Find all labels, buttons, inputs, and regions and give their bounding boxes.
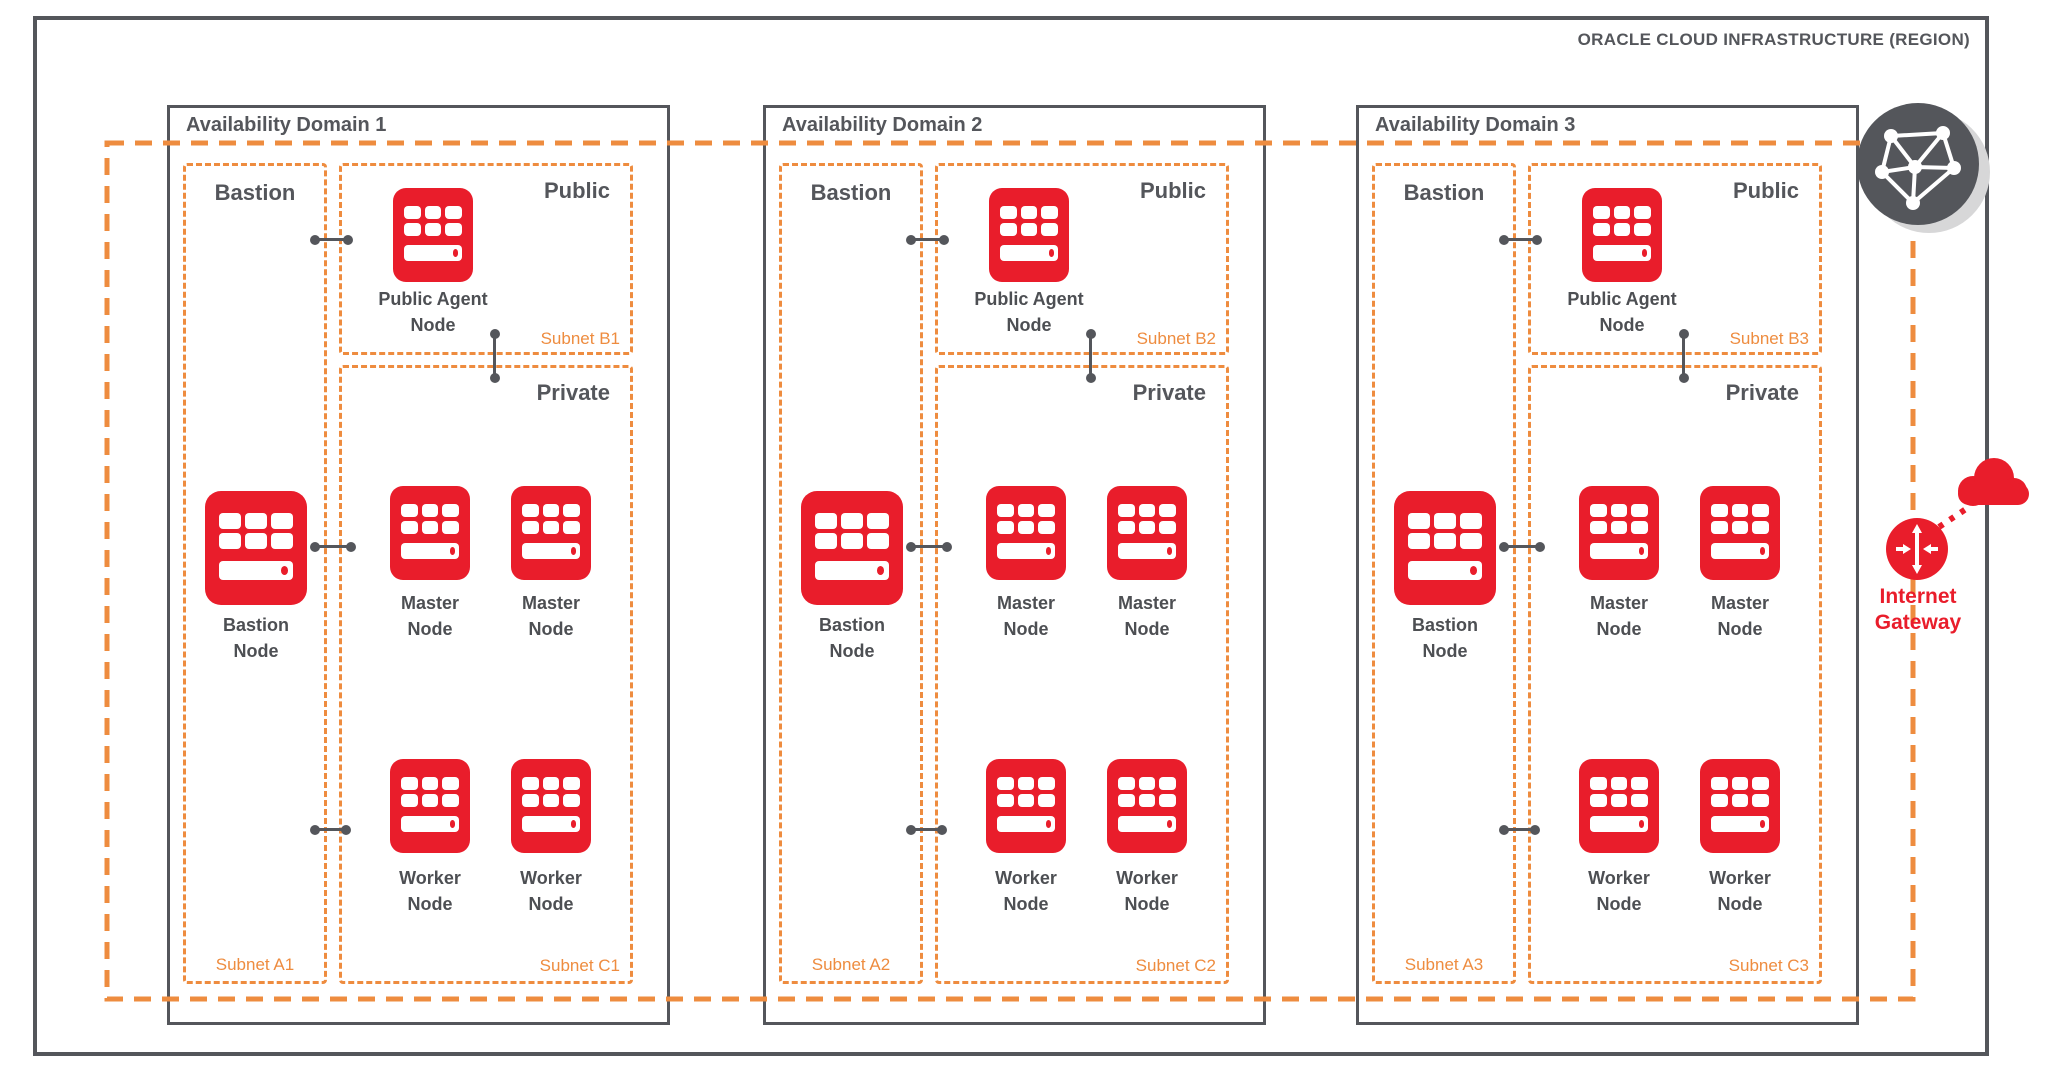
availability-domain-title: Availability Domain 1 bbox=[186, 114, 387, 136]
bastion-private-connector bbox=[906, 824, 947, 835]
bastion-tier-label: Bastion bbox=[810, 180, 892, 205]
bastion-tier-label: Bastion bbox=[214, 180, 296, 205]
master-node-icon bbox=[390, 486, 470, 580]
bastion-node-label: Bastion Node bbox=[1411, 615, 1478, 662]
public-agent-node-label: Public Agent Node bbox=[378, 289, 488, 336]
subnet-label: Subnet A2 bbox=[811, 955, 891, 974]
public-tier-label: Public bbox=[1732, 178, 1799, 203]
bastion-node-label: Bastion Node bbox=[222, 615, 289, 662]
subnet-label: Subnet A3 bbox=[1404, 955, 1484, 974]
bastion-tier-label: Bastion bbox=[1403, 180, 1485, 205]
worker-node-icon bbox=[1107, 759, 1187, 853]
availability-domain-title: Availability Domain 2 bbox=[782, 114, 983, 136]
bastion-subnet-box: Bastion Bastion Node Subnet A1 bbox=[183, 163, 327, 984]
bastion-node-icon bbox=[801, 491, 903, 605]
master-node-label: Master Node bbox=[1710, 593, 1770, 640]
public-tier-label: Public bbox=[1139, 178, 1206, 203]
worker-node-icon bbox=[511, 759, 591, 853]
public-subnet-box: Public Public Agent Node Subnet B2 bbox=[935, 163, 1229, 355]
bastion-private-connector bbox=[310, 824, 351, 835]
master-node-label: Master Node bbox=[996, 593, 1056, 640]
public-agent-node-icon bbox=[1582, 188, 1662, 282]
worker-node-icon bbox=[986, 759, 1066, 853]
subnet-label: Subnet B1 bbox=[540, 329, 620, 348]
subnet-label: Subnet A1 bbox=[215, 955, 295, 974]
public-subnet-box: Public Public Agent Node Subnet B3 bbox=[1528, 163, 1822, 355]
public-agent-node-icon bbox=[393, 188, 473, 282]
bastion-node-icon bbox=[205, 491, 307, 605]
subnet-label: Subnet C2 bbox=[1135, 956, 1216, 975]
public-agent-node-label: Public Agent Node bbox=[974, 289, 1084, 336]
public-private-connector bbox=[1085, 329, 1096, 383]
bastion-node-icon bbox=[1394, 491, 1496, 605]
master-node-icon bbox=[1700, 486, 1780, 580]
availability-domain-title: Availability Domain 3 bbox=[1375, 114, 1576, 136]
bastion-private-connector bbox=[906, 541, 952, 552]
master-node-label: Master Node bbox=[521, 593, 581, 640]
public-agent-node-label: Public Agent Node bbox=[1567, 289, 1677, 336]
worker-node-label: Worker Node bbox=[1709, 868, 1771, 915]
bastion-private-connector bbox=[310, 541, 356, 552]
worker-node-icon bbox=[1700, 759, 1780, 853]
worker-node-icon bbox=[390, 759, 470, 853]
private-tier-label: Private bbox=[536, 380, 610, 405]
bastion-node-label: Bastion Node bbox=[818, 615, 885, 662]
subnet-label: Subnet C3 bbox=[1728, 956, 1809, 975]
bastion-subnet-box: Bastion Bastion Node Subnet A3 bbox=[1372, 163, 1516, 984]
bastion-private-connector bbox=[1499, 541, 1545, 552]
private-subnet-box: Private Master Node Master Node bbox=[339, 365, 633, 984]
master-node-icon bbox=[511, 486, 591, 580]
availability-domain-2: Availability Domain 2 Bastion Bastion No… bbox=[763, 105, 1266, 1025]
master-node-icon bbox=[1107, 486, 1187, 580]
bastion-public-connector bbox=[1499, 234, 1542, 245]
public-private-connector bbox=[489, 329, 500, 383]
private-tier-label: Private bbox=[1725, 380, 1799, 405]
bastion-public-connector bbox=[310, 234, 353, 245]
worker-node-icon bbox=[1579, 759, 1659, 853]
worker-node-label: Worker Node bbox=[995, 868, 1057, 915]
worker-node-label: Worker Node bbox=[520, 868, 582, 915]
subnet-label: Subnet B3 bbox=[1729, 329, 1809, 348]
availability-domain-1: Availability Domain 1 Bastion Bastion No… bbox=[167, 105, 670, 1025]
subnet-label: Subnet C1 bbox=[539, 956, 620, 975]
worker-node-label: Worker Node bbox=[1588, 868, 1650, 915]
region-title: ORACLE CLOUD INFRASTRUCTURE (REGION) bbox=[1577, 30, 1970, 49]
public-tier-label: Public bbox=[543, 178, 610, 203]
bastion-public-connector bbox=[906, 234, 949, 245]
master-node-icon bbox=[986, 486, 1066, 580]
private-subnet-box: Private Master Node Master Node bbox=[935, 365, 1229, 984]
private-tier-label: Private bbox=[1132, 380, 1206, 405]
master-node-label: Master Node bbox=[1589, 593, 1649, 640]
subnet-label: Subnet B2 bbox=[1136, 329, 1216, 348]
master-node-label: Master Node bbox=[1117, 593, 1177, 640]
worker-node-label: Worker Node bbox=[1116, 868, 1178, 915]
public-subnet-box: Public Public Agent Node Subnet B1 bbox=[339, 163, 633, 355]
internet-gateway-label: Internet Gateway bbox=[1874, 585, 1962, 635]
private-subnet-box: Private Master Node Master Node bbox=[1528, 365, 1822, 984]
public-private-connector bbox=[1678, 329, 1689, 383]
master-node-label: Master Node bbox=[400, 593, 460, 640]
worker-node-label: Worker Node bbox=[399, 868, 461, 915]
bastion-subnet-box: Bastion Bastion Node Subnet A2 bbox=[779, 163, 923, 984]
bastion-private-connector bbox=[1499, 824, 1540, 835]
public-agent-node-icon bbox=[989, 188, 1069, 282]
availability-domain-3: Availability Domain 3 Bastion Bastion No… bbox=[1356, 105, 1859, 1025]
master-node-icon bbox=[1579, 486, 1659, 580]
